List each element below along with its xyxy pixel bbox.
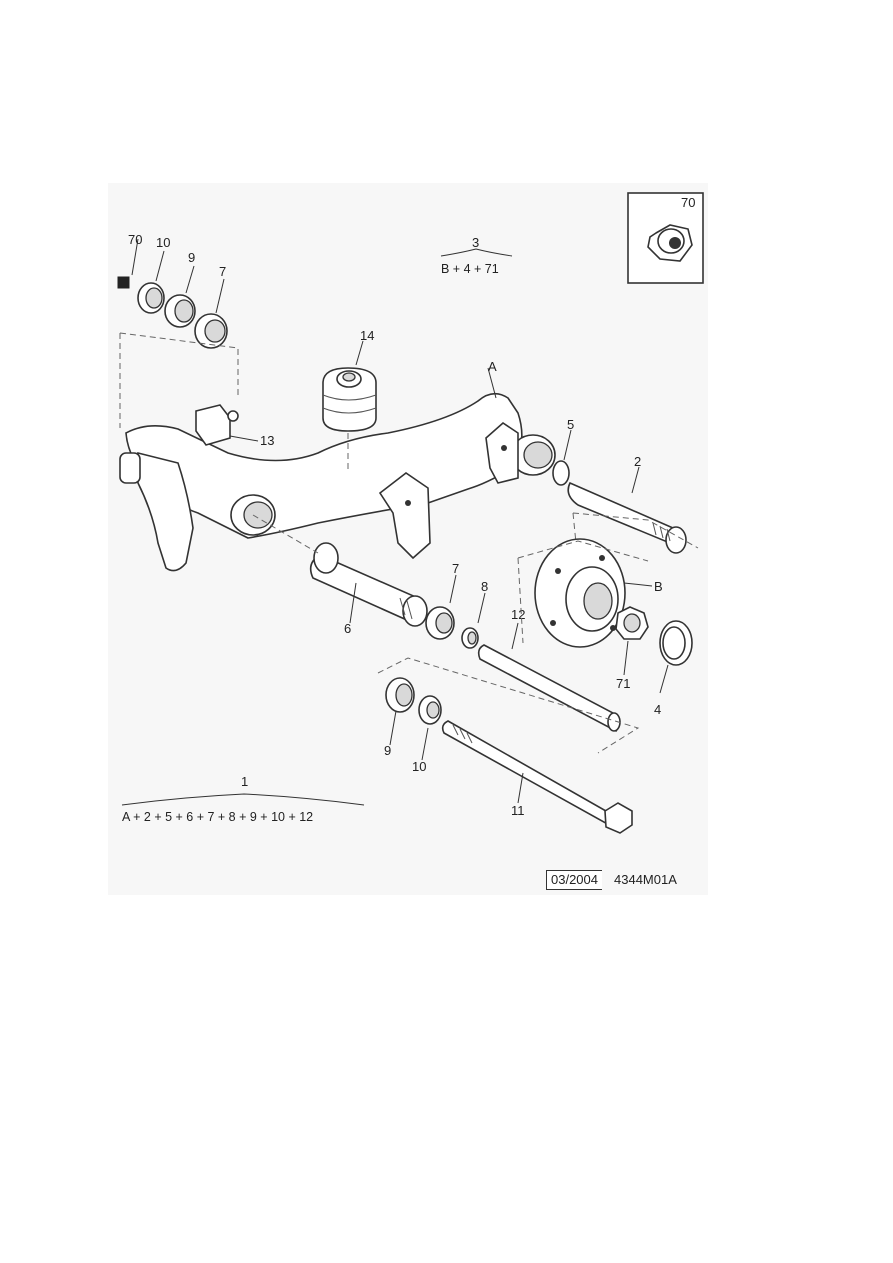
callout-9-top: 9 bbox=[188, 250, 195, 265]
callout-71: 71 bbox=[616, 676, 630, 691]
bearing-7-and-washer-8: 7 8 bbox=[425, 561, 488, 649]
callout-7-top: 7 bbox=[219, 264, 226, 279]
diagram-drawing: 70 3 B + 4 + 71 bbox=[117, 192, 704, 834]
plug-70-icon bbox=[117, 276, 130, 289]
callout-6: 6 bbox=[344, 621, 351, 636]
shaft-6: 6 bbox=[252, 514, 428, 636]
kit-1-number: 1 bbox=[241, 774, 248, 789]
top-bushing-parts: 70 10 9 7 bbox=[117, 232, 239, 428]
callout-12: 12 bbox=[511, 607, 525, 622]
callout-A: A bbox=[488, 359, 497, 374]
pad-13: 13 bbox=[195, 404, 274, 448]
callout-70-top: 70 bbox=[128, 232, 142, 247]
callout-B: B bbox=[654, 579, 663, 594]
tube-12: 12 bbox=[477, 607, 621, 733]
mount-14: 14 bbox=[322, 328, 377, 432]
rear-axle-beam-A: A bbox=[119, 359, 556, 572]
kit-1-group: 1 A + 2 + 5 + 6 + 7 + 8 + 9 + 10 + 12 bbox=[121, 774, 365, 824]
kit-3-formula: B + 4 + 71 bbox=[441, 262, 499, 276]
bottom-bushings-and-bolt: 9 10 11 bbox=[377, 657, 640, 834]
callout-9-bottom: 9 bbox=[384, 743, 391, 758]
callout-13: 13 bbox=[260, 433, 274, 448]
kit-3-group: 3 B + 4 + 71 bbox=[440, 235, 513, 276]
callout-5: 5 bbox=[567, 417, 574, 432]
callout-7-mid: 7 bbox=[452, 561, 459, 576]
diagram-reference-code: 4344M01A bbox=[614, 872, 677, 887]
callout-8: 8 bbox=[481, 579, 488, 594]
callout-11: 11 bbox=[511, 803, 525, 818]
kit-1-formula: A + 2 + 5 + 6 + 7 + 8 + 9 + 10 + 12 bbox=[122, 810, 313, 824]
revision-date: 03/2004 bbox=[546, 870, 602, 890]
callout-10-bottom: 10 bbox=[412, 759, 426, 774]
ring-5-and-tube-2: 5 2 bbox=[552, 417, 699, 564]
exploded-parts-diagram: 70 3 B + 4 + 71 bbox=[108, 183, 708, 895]
callout-14: 14 bbox=[360, 328, 374, 343]
hub-B-nut-71-cap-4: B 71 4 bbox=[517, 538, 693, 717]
callout-10-top: 10 bbox=[156, 235, 170, 250]
kit-3-number: 3 bbox=[472, 235, 479, 250]
callout-4: 4 bbox=[654, 702, 661, 717]
callout-70-inset: 70 bbox=[681, 195, 695, 210]
callout-2: 2 bbox=[634, 454, 641, 469]
inset-nut-70: 70 bbox=[627, 192, 704, 284]
